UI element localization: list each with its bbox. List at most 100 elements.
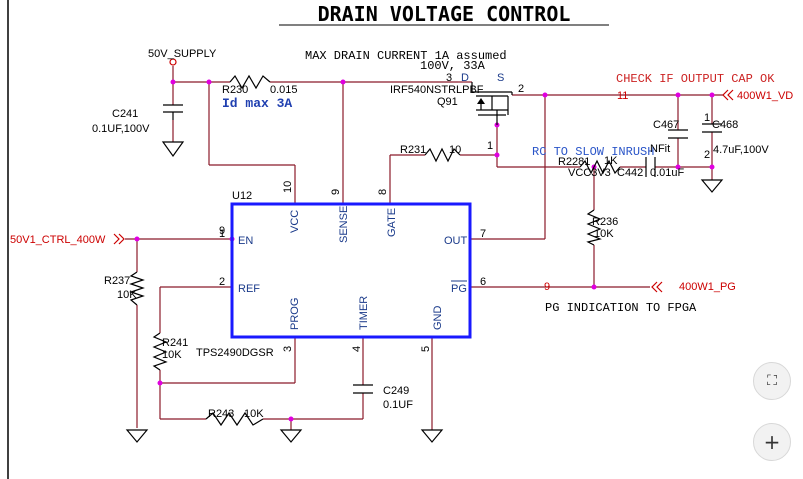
q91-label-d: D <box>461 72 469 84</box>
pin-num-timer: 4 <box>351 346 363 352</box>
supply-terminal-icon <box>169 58 177 66</box>
chip-part: TPS2490DGSR <box>196 347 274 359</box>
c468-pin1: 1 <box>704 112 710 124</box>
r237-ref: R237 <box>104 275 130 287</box>
resistor-r231 <box>424 147 461 163</box>
r243-ref: R243 <box>208 408 234 420</box>
r231-value: 10 <box>449 144 461 156</box>
q91-pin-gate: 1 <box>487 140 493 152</box>
resistor-r237 <box>129 271 145 306</box>
zoom-in-button[interactable]: + <box>753 423 791 461</box>
r243-value: 10K <box>244 408 264 420</box>
capacitor-c442 <box>645 157 656 177</box>
c468-pin2: 2 <box>704 149 710 161</box>
pg-pin: 9 <box>544 281 550 293</box>
r230-value: 0.015 <box>270 84 298 96</box>
pin-name-gate: GATE <box>386 208 398 237</box>
vd-pin: 11 <box>617 90 628 102</box>
diagram-title: DRAIN VOLTAGE CONTROL <box>318 2 571 26</box>
c241-ref: C241 <box>112 108 138 120</box>
ctrl-pin: 9 <box>219 225 225 237</box>
ground-icon <box>420 429 444 443</box>
r230-ref: R230 <box>222 84 248 96</box>
r231-ref: R231 <box>400 144 426 156</box>
pin-name-pg: PG <box>451 283 467 295</box>
r236-value: 10K <box>594 228 614 240</box>
ground-icon <box>700 179 724 193</box>
junction-nodes <box>134 79 715 422</box>
note-rc-inrush: RC TO SLOW INRUSH <box>532 145 654 159</box>
r241-value: 10K <box>162 349 182 361</box>
r236-ref: R236 <box>592 216 618 228</box>
ground-icon <box>279 429 303 443</box>
q91-part: IRF540NSTRLPBF <box>390 84 484 96</box>
pin-name-prog: PROG <box>289 298 301 330</box>
net-label-supply: 50V_SUPPLY <box>148 48 217 60</box>
pin-num-gnd: 5 <box>420 346 432 352</box>
net-label-pg: 400W1_PG <box>679 281 736 293</box>
resistor-r2281 <box>579 159 621 175</box>
c442-value: 0.01uF <box>650 167 685 179</box>
q91-pin-source: 2 <box>518 83 524 95</box>
c442-ref: C442 <box>617 167 643 179</box>
note-pg-indication: PG INDICATION TO FPGA <box>545 301 697 315</box>
capacitor-c468 <box>702 123 722 133</box>
offpage-connector-ctrl-icon <box>113 233 125 245</box>
pin-num-vcc: 10 <box>282 181 294 193</box>
resistor-r236 <box>586 209 602 246</box>
mosfet-q91 <box>458 81 513 125</box>
c249-ref: C249 <box>383 385 409 397</box>
resistor-r230 <box>229 74 271 90</box>
net-label-vcc: VCC3V3 <box>568 167 611 179</box>
c468-ref: C468 <box>712 119 738 131</box>
note-fet-rating: 100V, 33A <box>420 59 486 73</box>
q91-pin-drain: 3 <box>446 72 452 84</box>
wires <box>125 66 723 430</box>
chip-u12 <box>230 202 472 339</box>
note-check-cap: CHECK IF OUTPUT CAP OK <box>616 72 775 86</box>
collapse-icon: ⛶ <box>767 373 777 389</box>
resistor-r241 <box>152 332 168 371</box>
pin-name-en: EN <box>238 235 253 247</box>
resistor-r243 <box>205 411 264 427</box>
c467-value: NFit <box>650 143 670 155</box>
note-id-max: Id max 3A <box>222 96 292 111</box>
pin-num-prog: 3 <box>282 346 294 352</box>
capacitor-c467 <box>668 129 688 139</box>
c241-value: 0.1UF,100V <box>92 123 150 135</box>
r2281-value: 1K <box>604 155 618 167</box>
net-label-ctrl: 50V1_CTRL_400W <box>10 234 106 246</box>
chip-ref: U12 <box>232 190 252 202</box>
net-label-vd: 400W1_VD <box>737 90 793 102</box>
plus-icon: + <box>763 430 781 454</box>
pin-name-timer: TIMER <box>358 296 370 330</box>
c467-ref: C467 <box>653 119 679 131</box>
pin-name-vcc: VCC <box>289 210 301 233</box>
c249-value: 0.1UF <box>383 399 413 411</box>
c468-value: 4.7uF,100V <box>713 144 769 156</box>
ground-icon <box>161 141 185 158</box>
q91-label-s: S <box>497 72 504 84</box>
q91-ref: Q91 <box>437 96 458 108</box>
capacitor-c241 <box>163 104 183 120</box>
pin-name-out: OUT <box>444 235 468 247</box>
note-max-drain: MAX DRAIN CURRENT 1A assumed <box>305 49 507 63</box>
pin-num-sense: 9 <box>330 189 342 195</box>
fit-view-button[interactable]: ⛶ <box>753 362 791 400</box>
r2281-ref: R2281 <box>558 156 590 168</box>
pin-num-ref: 2 <box>219 276 225 288</box>
pin-num-gate: 8 <box>377 189 389 195</box>
offpage-connector-pg-icon <box>651 281 663 293</box>
r237-value: 10K <box>117 289 137 301</box>
pin-num-out: 7 <box>480 228 486 240</box>
r241-ref: R241 <box>162 337 188 349</box>
pin-name-gnd: GND <box>432 306 444 331</box>
pin-name-sense: SENSE <box>338 206 350 243</box>
offpage-connector-vd-icon <box>722 89 734 101</box>
pin-num-pg: 6 <box>480 276 486 288</box>
pin-num-en: 1 <box>219 228 225 240</box>
capacitor-c249 <box>353 384 373 394</box>
ground-icon <box>125 429 149 443</box>
pin-name-ref: REF <box>238 283 260 295</box>
